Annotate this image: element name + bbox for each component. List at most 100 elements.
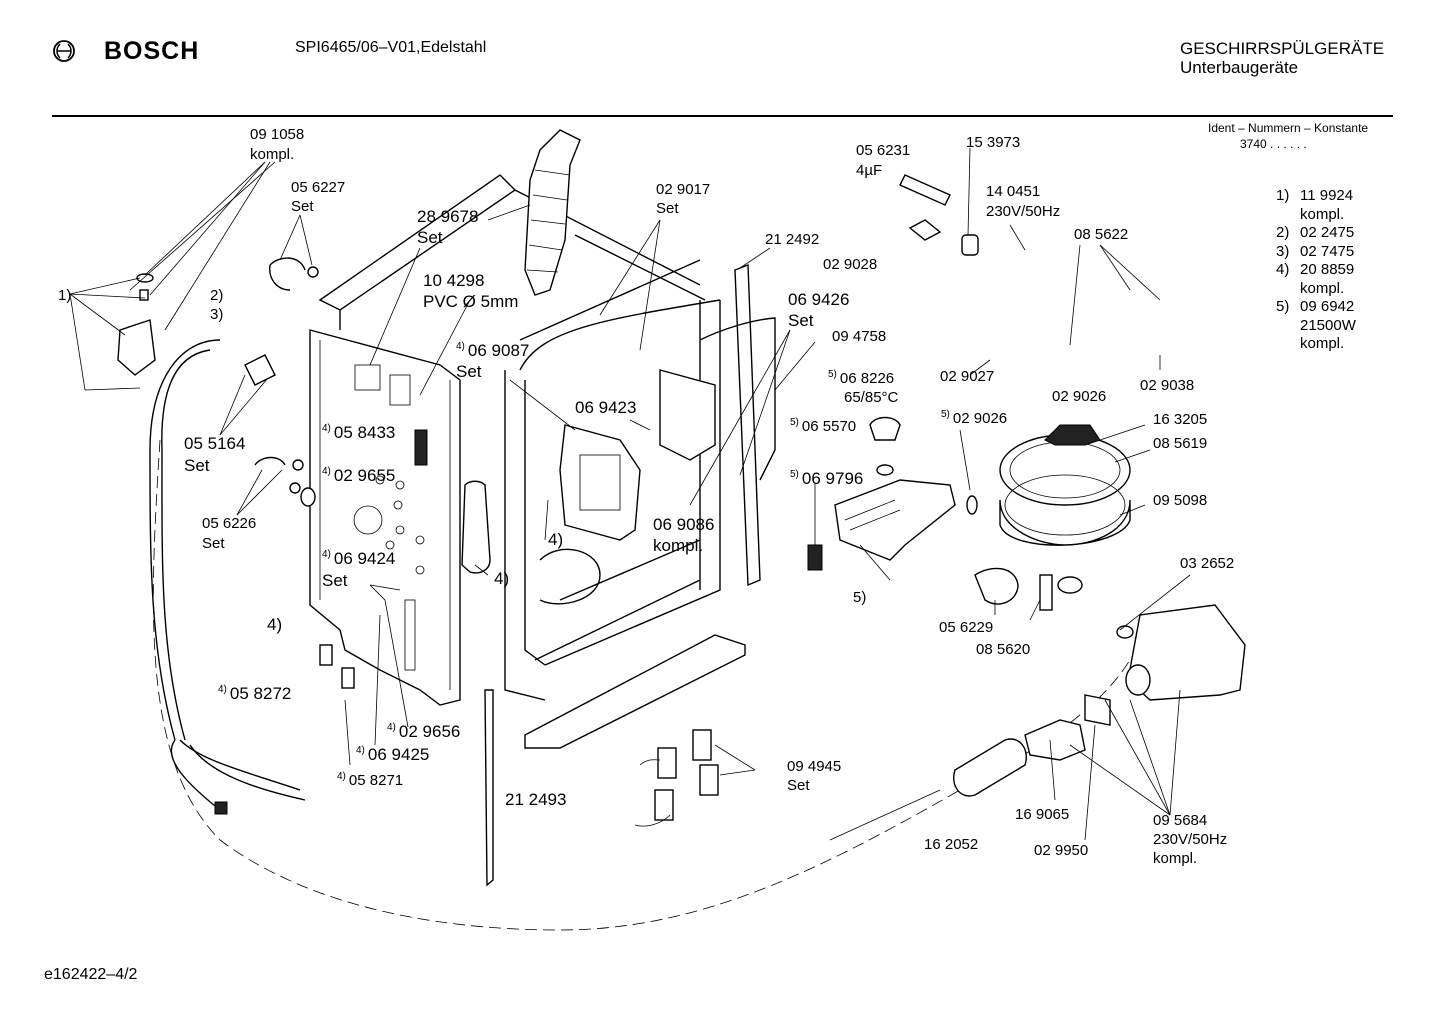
part-label: 10 4298 [423,271,485,290]
footnote-key: 4) [494,569,510,588]
valve-fitting [117,319,156,376]
drain-hose [149,339,221,741]
footnote-key: 4) [322,549,331,561]
fuse-holder [908,219,942,241]
part-label: 05 6227 [291,179,346,196]
ident-title: Ident – Nummern – Konstante [1208,121,1369,135]
legend-note: kompl. [1300,279,1345,297]
part-label: 05 6226 [202,515,257,532]
document-id: e162422–4/2 [44,966,138,983]
footnote-key: 4) [356,745,365,757]
part-label: 06 9086 [653,515,715,534]
part-label-sub: Set [656,200,679,217]
legend-number: 02 7475 [1300,242,1355,260]
part-label: 06 9423 [575,398,637,417]
part-number: 06 9424 [333,549,396,568]
footnote-key: 1) [58,287,72,304]
part-number: 06 8226 [839,370,895,387]
part-number: 06 9087 [467,341,530,360]
footnote-key: 4) [387,722,396,734]
part-label: 4)02 9656 [387,722,460,742]
footnote-key: 5) [941,409,950,420]
part-label: 16 9065 [1015,806,1070,823]
part-number: 06 9425 [367,745,430,764]
part-number: 05 8272 [229,684,292,703]
harness-connectors [634,729,719,827]
part-label: 28 9678 [417,207,479,226]
seal-strip [699,317,776,481]
legend-key: 1) [1276,187,1290,204]
ident-value: 3740 . . . . . . [1240,137,1307,151]
leader-lines [69,147,1191,841]
legend-key: 4) [1276,261,1290,278]
footnote-key: 5) [853,589,867,606]
bottom-rail [524,634,746,749]
detergent-dispenser [559,369,716,541]
footnote-key: 5) [790,469,799,481]
part-number: 02 9655 [333,466,396,485]
footnote-key: 4) [456,341,465,353]
legend-number: 20 8859 [1300,261,1355,278]
part-label-sub: kompl. [250,146,295,163]
part-label: 4)06 9424 [322,549,395,569]
heater-assembly [807,416,978,571]
part-label-sub: PVC Ø 5mm [423,292,519,311]
part-label-sub: Set [184,456,210,475]
legend-key: 2) [1276,224,1290,241]
footnote-key: 4) [218,684,227,696]
footnote-key: 5) [828,369,837,380]
legend-item: 3)02 7475 [1276,243,1356,262]
sump-assembly [974,424,1131,611]
part-label-sub: Set [417,228,443,247]
part-label: 5)06 8226 [828,369,894,387]
part-number: 06 9796 [801,469,864,488]
legend: 1) 11 9924 kompl. 2) 02 2475 3)02 7475 4) 2… [1276,187,1356,354]
part-label: 08 5619 [1153,435,1208,452]
footnote-key: 3) [210,306,224,323]
footnote-key: 4) [322,423,331,435]
footnote-key: 4) [322,466,331,478]
subcategory-title: Unterbaugeräte [1180,58,1299,77]
capacitor-icon [899,174,951,206]
part-label-sub: 230V/50Hz [986,203,1061,220]
part-label: 5)06 5570 [790,417,856,435]
legend-number: 02 2475 [1300,224,1355,241]
legend-note: 21500W [1300,316,1356,334]
part-label: 02 9028 [823,256,878,273]
part-label: 14 0451 [986,183,1041,200]
part-label: 16 2052 [924,836,979,853]
part-label: 06 9426 [788,290,850,309]
part-label: 02 9017 [656,181,711,198]
footnote-key: 4) [548,530,564,549]
part-label: 4)06 9087 [456,341,529,361]
part-label: 05 5164 [184,434,246,453]
part-label: 16 3205 [1153,411,1208,428]
part-label: 15 3973 [966,134,1021,151]
side-strip-left [484,689,494,887]
part-label: 09 4758 [832,328,887,345]
thermal-fuse [961,234,979,256]
legend-item: 2) 02 2475 [1276,224,1356,243]
part-label-sub: Set [456,362,482,381]
part-label: 09 1058 [250,126,305,143]
legend-item: 5)09 6942 [1276,298,1356,317]
part-number: 05 8433 [333,423,396,442]
legend-item: kompl. [1276,206,1356,225]
circulation-pump [953,604,1246,797]
part-label-sub: Set [202,535,225,552]
top-air-duct [524,129,581,296]
legend-item: 1) 11 9924 [1276,187,1356,206]
front-panel [309,329,461,706]
legend-number: 11 9924 [1300,187,1354,204]
part-label: 4)02 9655 [322,466,395,486]
legend-item: 21500W [1276,317,1356,336]
part-label-sub: 65/85°C [844,389,899,406]
part-label: 02 9950 [1034,842,1089,859]
part-number: 05 8271 [348,772,404,789]
category-title: GESCHIRRSPÜLGERÄTE [1180,39,1385,58]
part-label: 05 6229 [939,619,994,636]
part-label-sub: kompl. [1153,850,1198,867]
footnote-key: 4) [267,615,283,634]
wiring-harness [179,739,301,791]
part-label: 4)06 9425 [356,745,429,765]
